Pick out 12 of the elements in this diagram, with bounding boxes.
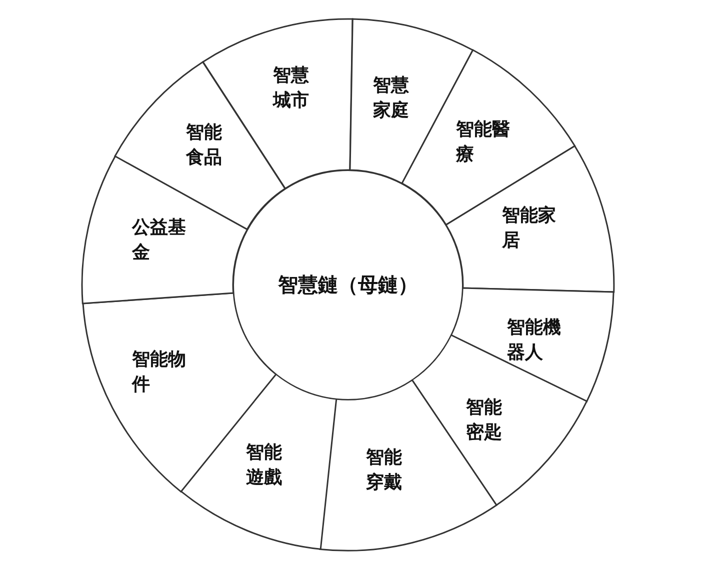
segment-label: 智能醫療 (456, 118, 511, 167)
segment-label: 智能密匙 (466, 396, 503, 445)
segment-label: 智能物件 (132, 348, 187, 397)
segment-label: 智能機器人 (506, 316, 562, 365)
segment-label: 智能食品 (186, 120, 223, 170)
center-label: 智慧鏈（母鏈） (276, 272, 419, 298)
segment-label: 智能家居 (502, 204, 557, 253)
segment-label: 智慧城市 (272, 64, 310, 113)
segment-label: 公益基金 (132, 216, 187, 265)
segment-label: 智慧家庭 (372, 74, 410, 123)
segment-label: 智能穿戴 (366, 446, 403, 495)
segment-label: 智能遊戲 (246, 440, 283, 490)
